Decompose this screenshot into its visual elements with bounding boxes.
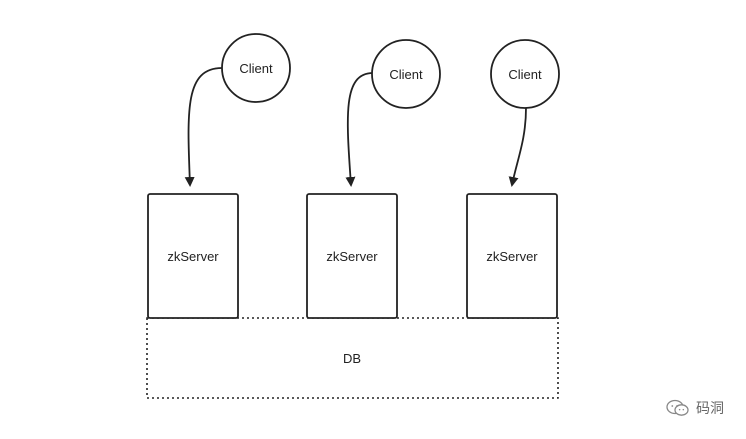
connector-arrow [184, 67, 223, 187]
server-label: zkServer [486, 249, 538, 264]
wechat-icon [666, 399, 689, 416]
server-node: zkServer [306, 193, 398, 319]
db-label: DB [343, 351, 361, 366]
client-label: Client [389, 67, 423, 82]
client-label: Client [508, 67, 542, 82]
client-node: Client [371, 39, 441, 109]
connector-arrow [345, 72, 374, 187]
client-node: Client [221, 33, 291, 103]
server-node: zkServer [147, 193, 239, 319]
watermark-text: 码洞 [696, 401, 724, 417]
server-label: zkServer [326, 249, 378, 264]
client-node: Client [490, 39, 560, 109]
client-label: Client [239, 61, 273, 76]
db-box: DB [146, 317, 559, 399]
connector-arrow [508, 107, 527, 187]
server-label: zkServer [167, 249, 219, 264]
server-node: zkServer [466, 193, 558, 319]
watermark: 码洞 [666, 398, 724, 418]
